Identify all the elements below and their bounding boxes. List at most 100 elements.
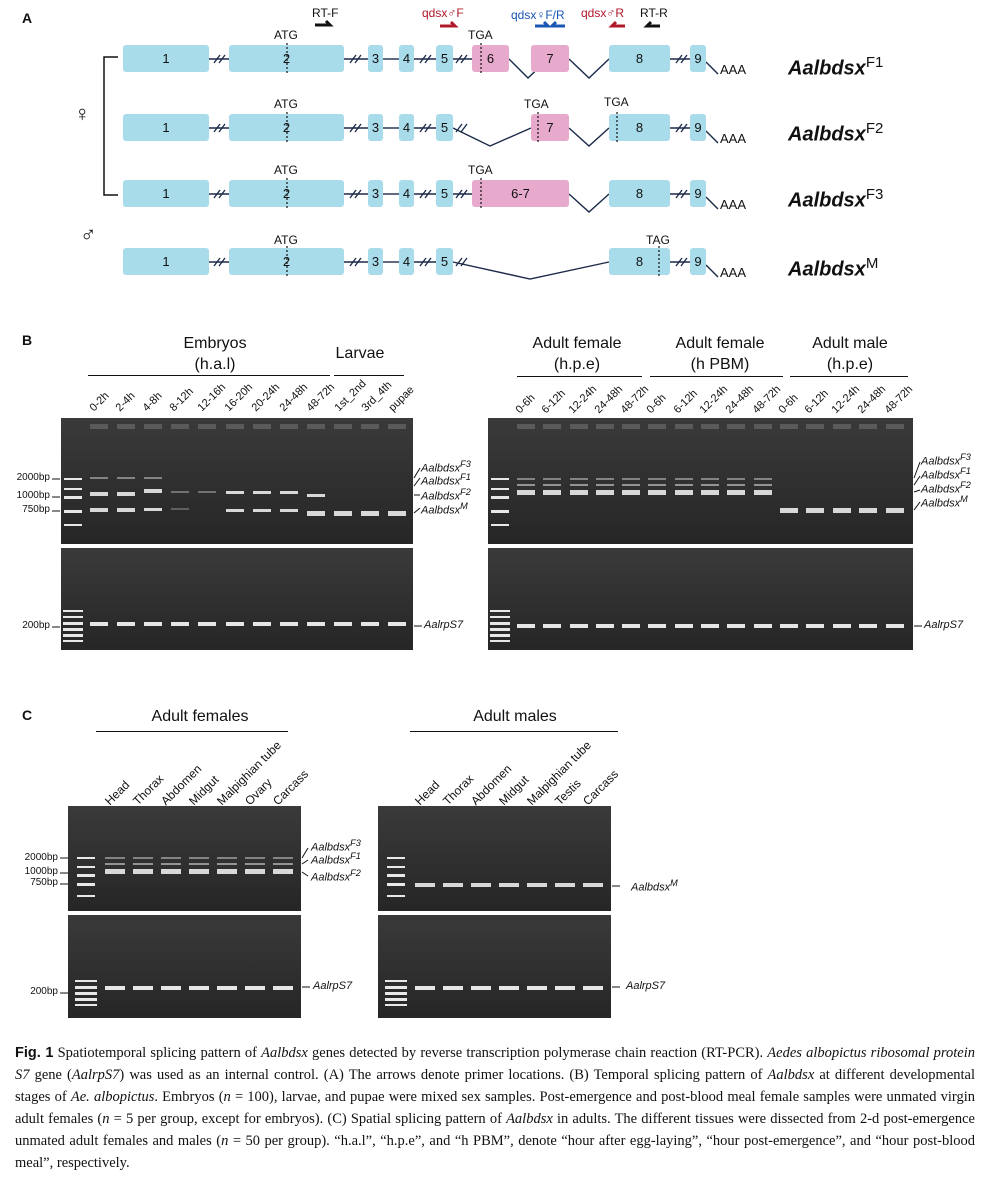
band-label-f2: AalbdsxF2 [421,487,471,503]
header-embryos-sub: (h.a.l) [194,356,236,373]
poly-a-tail: AAA [720,265,747,280]
exon-4: 4 [399,45,414,72]
primer-arrow-qdsx-m-f [440,20,459,28]
tga-codon: TGA [468,28,493,42]
panel-label-c: C [22,707,33,723]
gel-b-right-bottom [488,548,913,650]
band-label-m: AalbdsxM [631,878,678,894]
gene-model-lines [103,19,719,280]
primer-arrow-rt-r [643,20,660,28]
exon-1: 1 [123,45,209,72]
band-label-m: AalbdsxM [421,501,468,517]
exon-5: 5 [436,45,453,72]
exon-9: 9 [690,45,706,72]
exon-8: 8 [609,248,670,275]
atg-codon: ATG [274,28,298,42]
band-label-f1: AalbdsxF1 [421,472,471,488]
band-label-control: AalrpS7 [924,619,964,631]
exon-5: 5 [436,248,453,275]
exon-3: 3 [368,114,383,141]
exon-9: 9 [690,248,706,275]
band-label-control: AalrpS7 [313,980,353,992]
primer-arrow-qdsx-f-f [535,20,552,28]
header-adult-male-sub: (h.p.e) [826,356,874,373]
header-embryos: Embryos [183,335,247,352]
header-line [410,731,618,732]
primer-qdsx-m-r: qdsx♂R [581,6,625,20]
exon-3: 3 [368,180,383,207]
gel-c-left-bottom [68,915,301,1018]
header-adult-female-hpe-sub: (h.p.e) [553,356,601,373]
band-label-control: AalrpS7 [424,619,464,631]
primer-arrow-qdsx-m-r [608,20,625,28]
gel-b-left-top [61,418,413,544]
exon-1: 1 [123,114,209,141]
transcript-label-m: AalbdsxM [788,255,879,281]
primer-rt-f: RT-F [312,6,339,20]
poly-a-tail: AAA [720,62,747,77]
exon-3: 3 [368,248,383,275]
transcript-label-f3: AalbdsxF3 [788,186,884,212]
header-larvae: Larvae [335,345,385,362]
figure-caption: Fig. 1 Spatiotemporal splicing pattern o… [15,1045,976,1171]
exon-6-7: 6-7 [472,180,569,207]
header-adult-females: Adult females [151,708,249,725]
header-adult-female-pbm: Adult female [675,335,765,352]
band-label-f1: AalbdsxF1 [311,851,361,867]
exon-1: 1 [123,180,209,207]
atg-codon: ATG [274,97,298,111]
exon-4: 4 [399,180,414,207]
primer-qdsx-m-f: qdsx♂F [422,6,464,20]
header-adult-males: Adult males [473,708,557,725]
ladder-label: 750bp [30,877,58,888]
ladder-label: 200bp [30,986,58,997]
band-label-f2: AalbdsxF2 [311,868,361,884]
tga-codon: TGA [468,163,493,177]
header-embryos-line [88,375,330,376]
tga-codon: TGA [604,95,629,109]
ladder-label: 1000bp [24,866,58,877]
header-adult-male: Adult male [812,335,888,352]
band-label-control: AalrpS7 [626,980,666,992]
transcript-label-f1: AalbdsxF1 [788,54,884,80]
ladder-label: 2000bp [16,472,50,483]
exon-4: 4 [399,248,414,275]
panel-label-a: A [22,10,33,26]
header-adult-female-pbm-sub: (h PBM) [690,356,750,373]
panel-label-b: B [22,332,33,348]
ladder-label: 750bp [22,504,50,515]
exon-1: 1 [123,248,209,275]
codon-dotted-lines [286,43,660,277]
exon-9: 9 [690,114,706,141]
band-label-f3: AalbdsxF3 [421,459,471,475]
band-label-f3: AalbdsxF3 [311,838,361,854]
primer-arrow-rt-f [315,19,334,27]
male-symbol: ♂ [80,222,97,247]
exon-3: 3 [368,45,383,72]
atg-codon: ATG [274,163,298,177]
gel-b-right-top [488,418,913,544]
exon-9: 9 [690,180,706,207]
header-adult-female-hpe: Adult female [532,335,622,352]
header-line [96,731,288,732]
female-symbol: ♀ [74,101,91,126]
exon-7: 7 [531,45,569,72]
poly-a-tail: AAA [720,197,747,212]
transcript-label-f2: AalbdsxF2 [788,120,884,146]
band-label-f3: AalbdsxF3 [921,452,971,468]
ladder-label: 1000bp [16,490,50,501]
primer-arrow-qdsx-f-r [548,20,565,28]
header-line [790,376,908,377]
exon-6: 6 [472,45,509,72]
exon-5: 5 [436,114,453,141]
exon-8: 8 [609,114,670,141]
exon-5: 5 [436,180,453,207]
exon-8: 8 [609,45,670,72]
exon-4: 4 [399,114,414,141]
ladder-label: 200bp [22,620,50,631]
band-label-f2: AalbdsxF2 [921,480,971,496]
band-label-f1: AalbdsxF1 [921,466,971,482]
header-line [650,376,783,377]
primer-qdsx-f-fr: qdsx♀F/R [511,8,565,22]
gel-images [52,418,922,1018]
